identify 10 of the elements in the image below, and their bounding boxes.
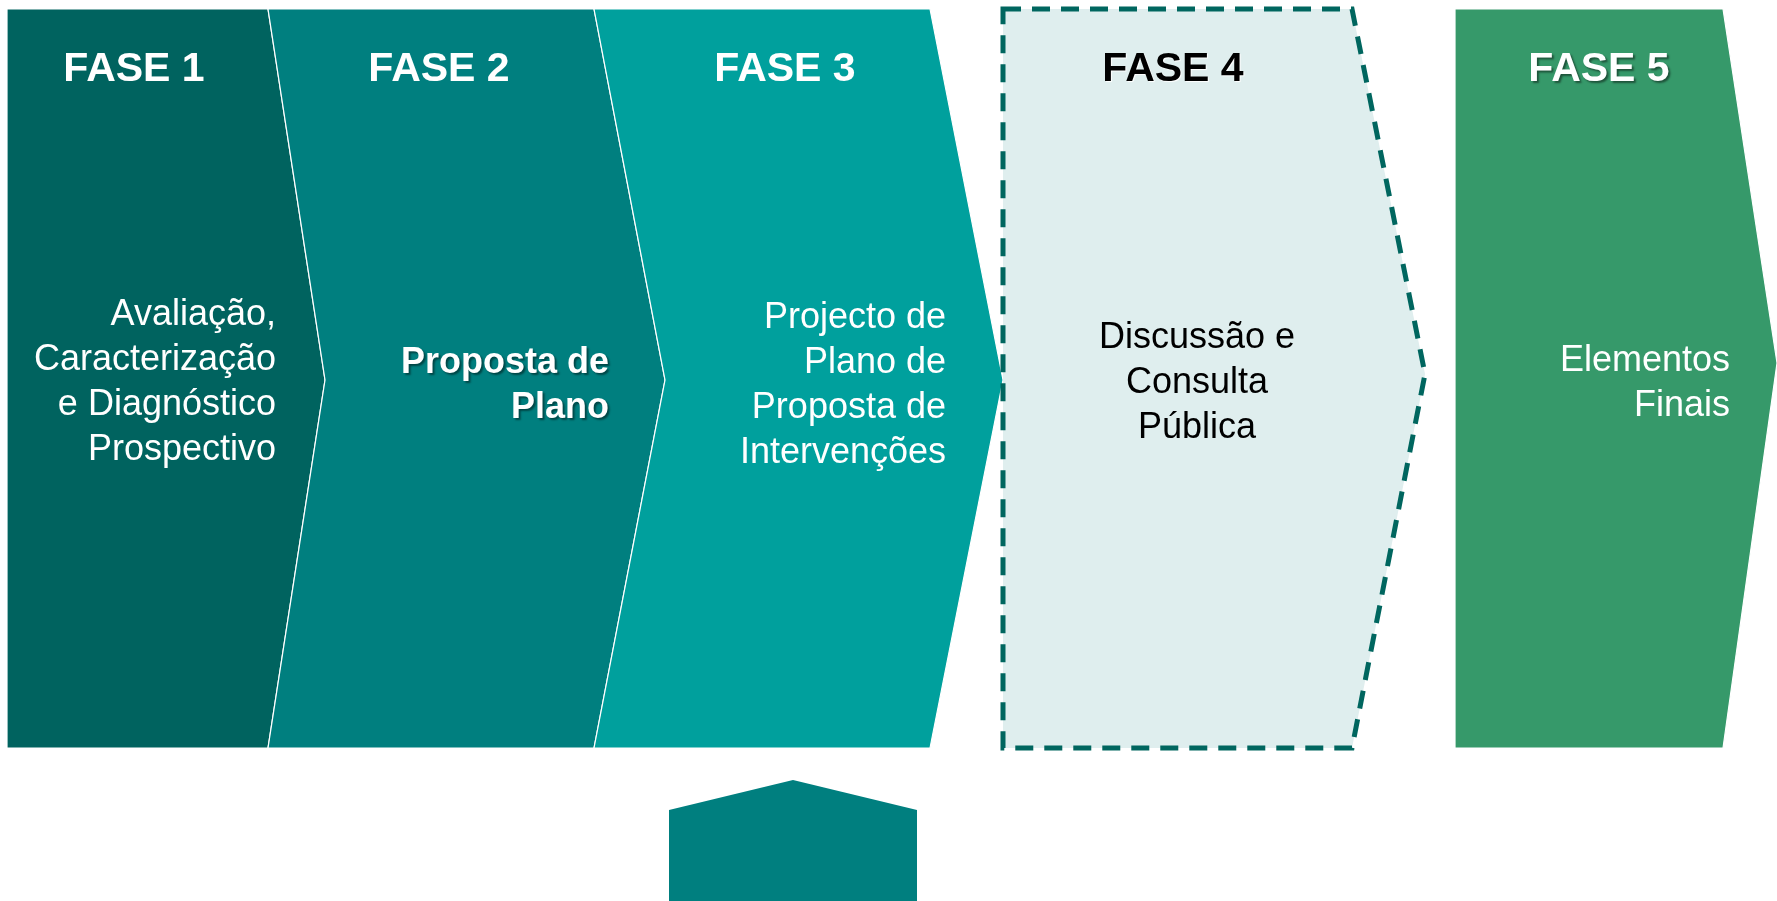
phase-description: Elementos Finais: [1558, 337, 1730, 426]
phase-title: FASE 1: [62, 43, 206, 92]
phase-description: Proposta de Plano: [399, 339, 609, 428]
phase-title: FASE 2: [367, 43, 511, 92]
phase-title: FASE 4: [1101, 43, 1245, 92]
phase-title: FASE 3: [713, 43, 857, 92]
phase-title: FASE 5: [1527, 43, 1671, 92]
phase-description: Avaliação, Caracterização e Diagnóstico Prospectivo: [32, 291, 276, 470]
phase-description: Discussão e Consulta Pública: [1097, 314, 1297, 448]
phase-description: Projecto de Plano de Proposta de Intervenções: [738, 294, 946, 473]
